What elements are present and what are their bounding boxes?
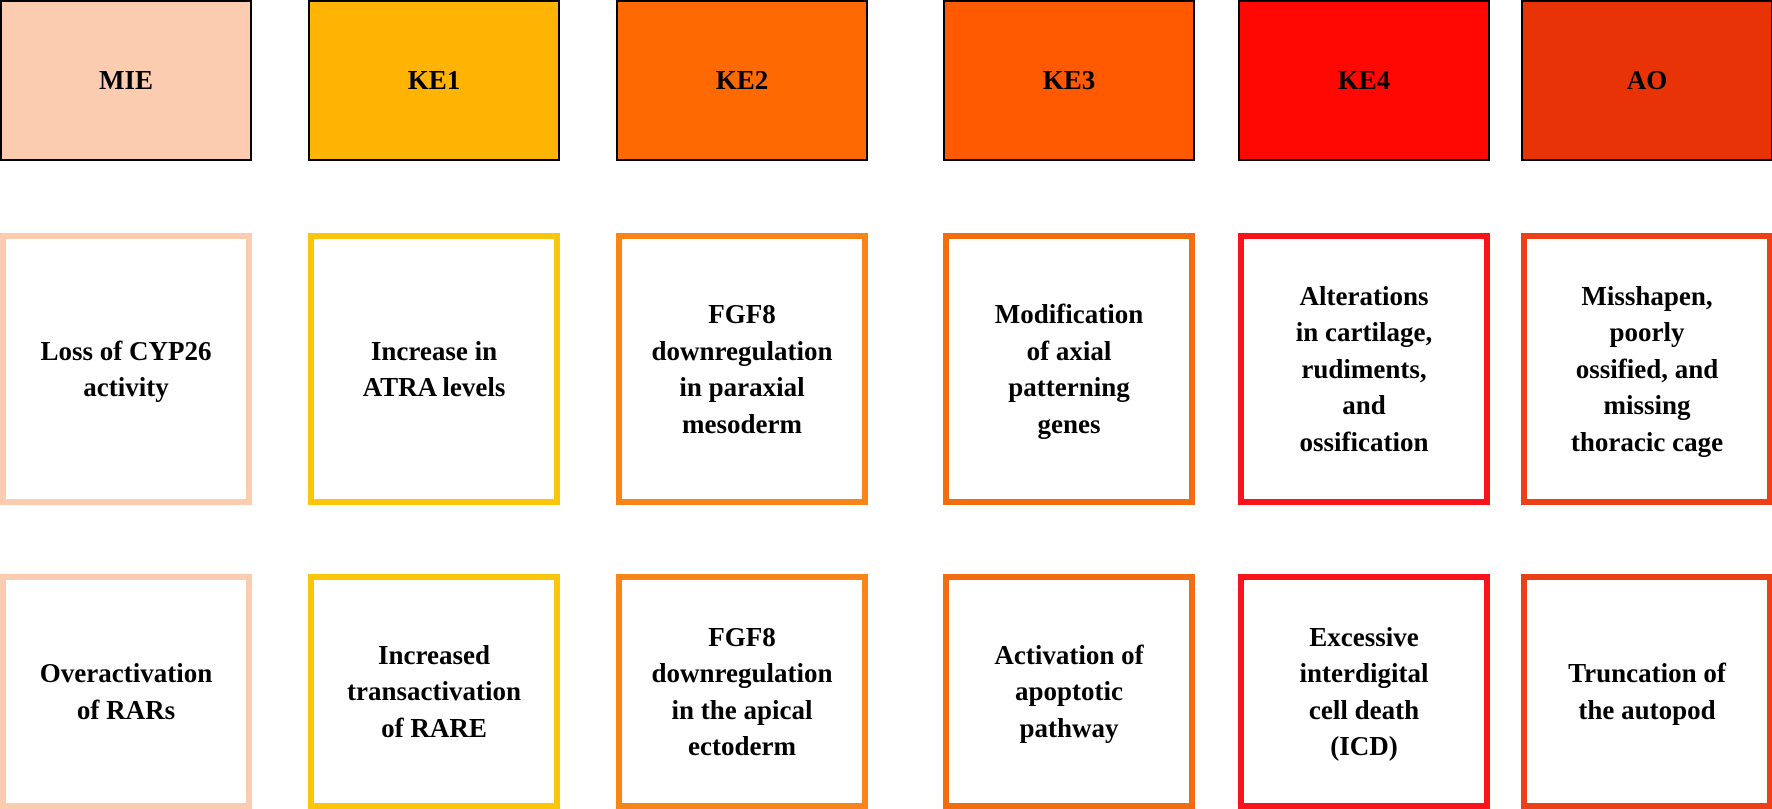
header-label-ke1: KE1	[407, 65, 461, 95]
event-box-ao-row1: Misshapen, poorly ossified, and missing …	[1521, 233, 1772, 505]
event-text-ao-row2: Truncation of the autopod	[1568, 658, 1726, 725]
event-text-ke4-row1: Alterations in cartilage, rudiments, and…	[1295, 280, 1433, 457]
event-box-ke2-row2: FGF8 downregulation in the apical ectode…	[616, 574, 868, 809]
header-box-ke1: KE1	[308, 0, 560, 161]
event-box-ao-row2: Truncation of the autopod	[1521, 574, 1772, 809]
event-text-mie-row1: Loss of CYP26 activity	[40, 335, 212, 403]
header-box-ao: AO	[1521, 0, 1772, 161]
event-box-mie-row1: Loss of CYP26 activity	[0, 233, 252, 505]
event-box-mie-row2: Overactivation of RARs	[0, 574, 252, 809]
event-text-ke3-row2: Activation of apoptotic pathway	[994, 639, 1144, 743]
header-label-ke4: KE4	[1337, 65, 1391, 95]
event-text-ke2-row1: FGF8 downregulation in paraxial mesoderm	[651, 299, 833, 439]
event-box-ke3-row1: Modification of axial patterning genes	[943, 233, 1195, 505]
event-text-ao-row1: Misshapen, poorly ossified, and missing …	[1570, 280, 1724, 457]
column-ke3: KE3 Modification of axial patterning gen…	[943, 0, 1195, 809]
event-box-ke1-row2: Increased transactivation of RARE	[308, 574, 560, 809]
header-label-ke2: KE2	[715, 65, 769, 95]
event-box-ke4-row2: Excessive interdigital cell death (ICD)	[1238, 574, 1490, 809]
header-box-ke3: KE3	[943, 0, 1195, 161]
event-box-ke4-row1: Alterations in cartilage, rudiments, and…	[1238, 233, 1490, 505]
event-text-ke1-row1: Increase in ATRA levels	[362, 335, 506, 403]
event-box-ke1-row1: Increase in ATRA levels	[308, 233, 560, 505]
header-label-ke3: KE3	[1042, 65, 1096, 95]
event-text-ke3-row1: Modification of axial patterning genes	[994, 299, 1144, 439]
column-ke2: KE2 FGF8 downregulation in paraxial meso…	[616, 0, 868, 809]
column-ke4: KE4 Alterations in cartilage, rudiments,…	[1238, 0, 1490, 809]
header-box-ke4: KE4	[1238, 0, 1490, 161]
column-ao: AO Misshapen, poorly ossified, and missi…	[1521, 0, 1772, 809]
header-label-mie: MIE	[99, 65, 153, 95]
event-text-ke1-row2: Increased transactivation of RARE	[347, 639, 521, 743]
event-text-mie-row2: Overactivation of RARs	[39, 658, 213, 725]
column-mie: MIE Loss of CYP26 activity Overactivatio…	[0, 0, 252, 809]
event-text-ke4-row2: Excessive interdigital cell death (ICD)	[1299, 621, 1429, 762]
event-box-ke2-row1: FGF8 downregulation in paraxial mesoderm	[616, 233, 868, 505]
column-ke1: KE1 Increase in ATRA levels Increased tr…	[308, 0, 560, 809]
header-label-ao: AO	[1626, 65, 1668, 95]
event-text-ke2-row2: FGF8 downregulation in the apical ectode…	[651, 621, 833, 762]
header-box-ke2: KE2	[616, 0, 868, 161]
header-box-mie: MIE	[0, 0, 252, 161]
event-box-ke3-row2: Activation of apoptotic pathway	[943, 574, 1195, 809]
